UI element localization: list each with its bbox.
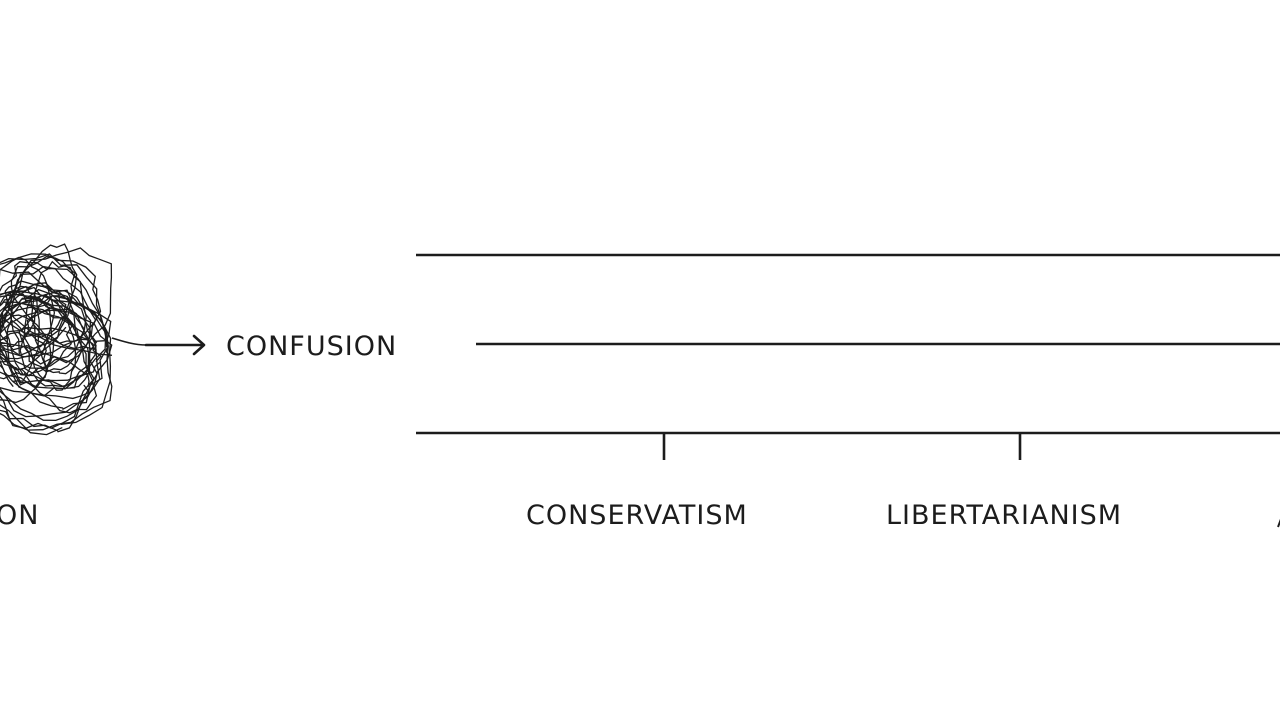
scribble-loop <box>0 265 109 410</box>
scribble-loop <box>0 306 94 430</box>
scribble-loop <box>4 283 67 337</box>
scribble-loop <box>0 255 76 357</box>
scribble-caption-fragment: ON <box>0 500 40 531</box>
spectrum-label-libertarianism: LIBERTARIANISM <box>886 500 1123 531</box>
scribble-connector-line <box>111 337 147 346</box>
tangled-scribble-icon <box>0 243 113 436</box>
offscreen-label-fragment <box>1277 518 1280 528</box>
scribble-loop <box>0 331 47 404</box>
scribble-loop <box>0 268 86 369</box>
scribble-loop <box>6 296 55 388</box>
scribble-loop <box>0 301 91 390</box>
scribble-loop <box>0 256 56 351</box>
spectrum-label-conservatism: CONSERVATISM <box>526 500 748 531</box>
scribble-loop <box>4 280 109 351</box>
right-arrow-icon <box>144 334 206 356</box>
scribble-loop <box>21 295 92 373</box>
scribble-loop <box>0 291 113 356</box>
scribble-loop <box>23 293 77 391</box>
scribble-loop <box>0 295 112 436</box>
confusion-label: CONFUSION <box>226 331 398 362</box>
scribble-loop <box>0 253 102 358</box>
